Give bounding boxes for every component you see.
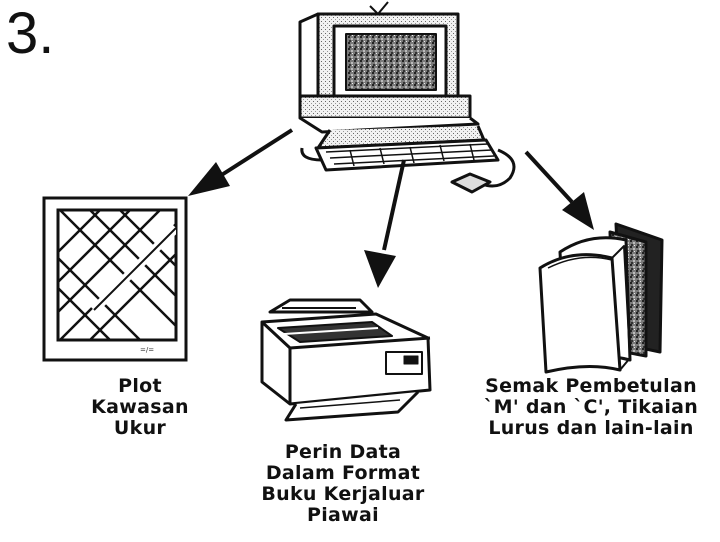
caption-line: Kawasan bbox=[91, 396, 189, 418]
svg-text:=/=: =/= bbox=[140, 346, 154, 354]
arrow-to-printer bbox=[364, 159, 406, 288]
caption-line: Perin Data bbox=[284, 441, 402, 463]
caption-line: `M' dan `C', Tikaian bbox=[483, 396, 699, 418]
survey-plot-icon: =/= bbox=[42, 196, 188, 362]
arrow-to-check bbox=[524, 150, 594, 230]
caption-line: Piawai bbox=[307, 504, 379, 526]
caption-check: Semak Pembetulan `M' dan `C', Tikaian Lu… bbox=[460, 376, 720, 439]
step-number: 3. bbox=[6, 1, 55, 66]
caption-printer: Perin Data Dalam Format Buku Kerjaluar P… bbox=[238, 442, 448, 526]
arrow-to-plot bbox=[188, 128, 294, 196]
caption-line: Semak Pembetulan bbox=[485, 375, 697, 397]
book-icon bbox=[538, 222, 664, 374]
caption-line: Buku Kerjaluar bbox=[261, 483, 425, 505]
caption-line: Lurus dan lain-lain bbox=[488, 417, 694, 439]
computer-icon bbox=[298, 1, 516, 194]
printer-icon bbox=[260, 298, 432, 422]
caption-plot: Plot Kawasan Ukur bbox=[60, 376, 220, 439]
caption-line: Ukur bbox=[113, 417, 167, 439]
caption-line: Dalam Format bbox=[265, 462, 421, 484]
caption-line: Plot bbox=[118, 375, 162, 397]
